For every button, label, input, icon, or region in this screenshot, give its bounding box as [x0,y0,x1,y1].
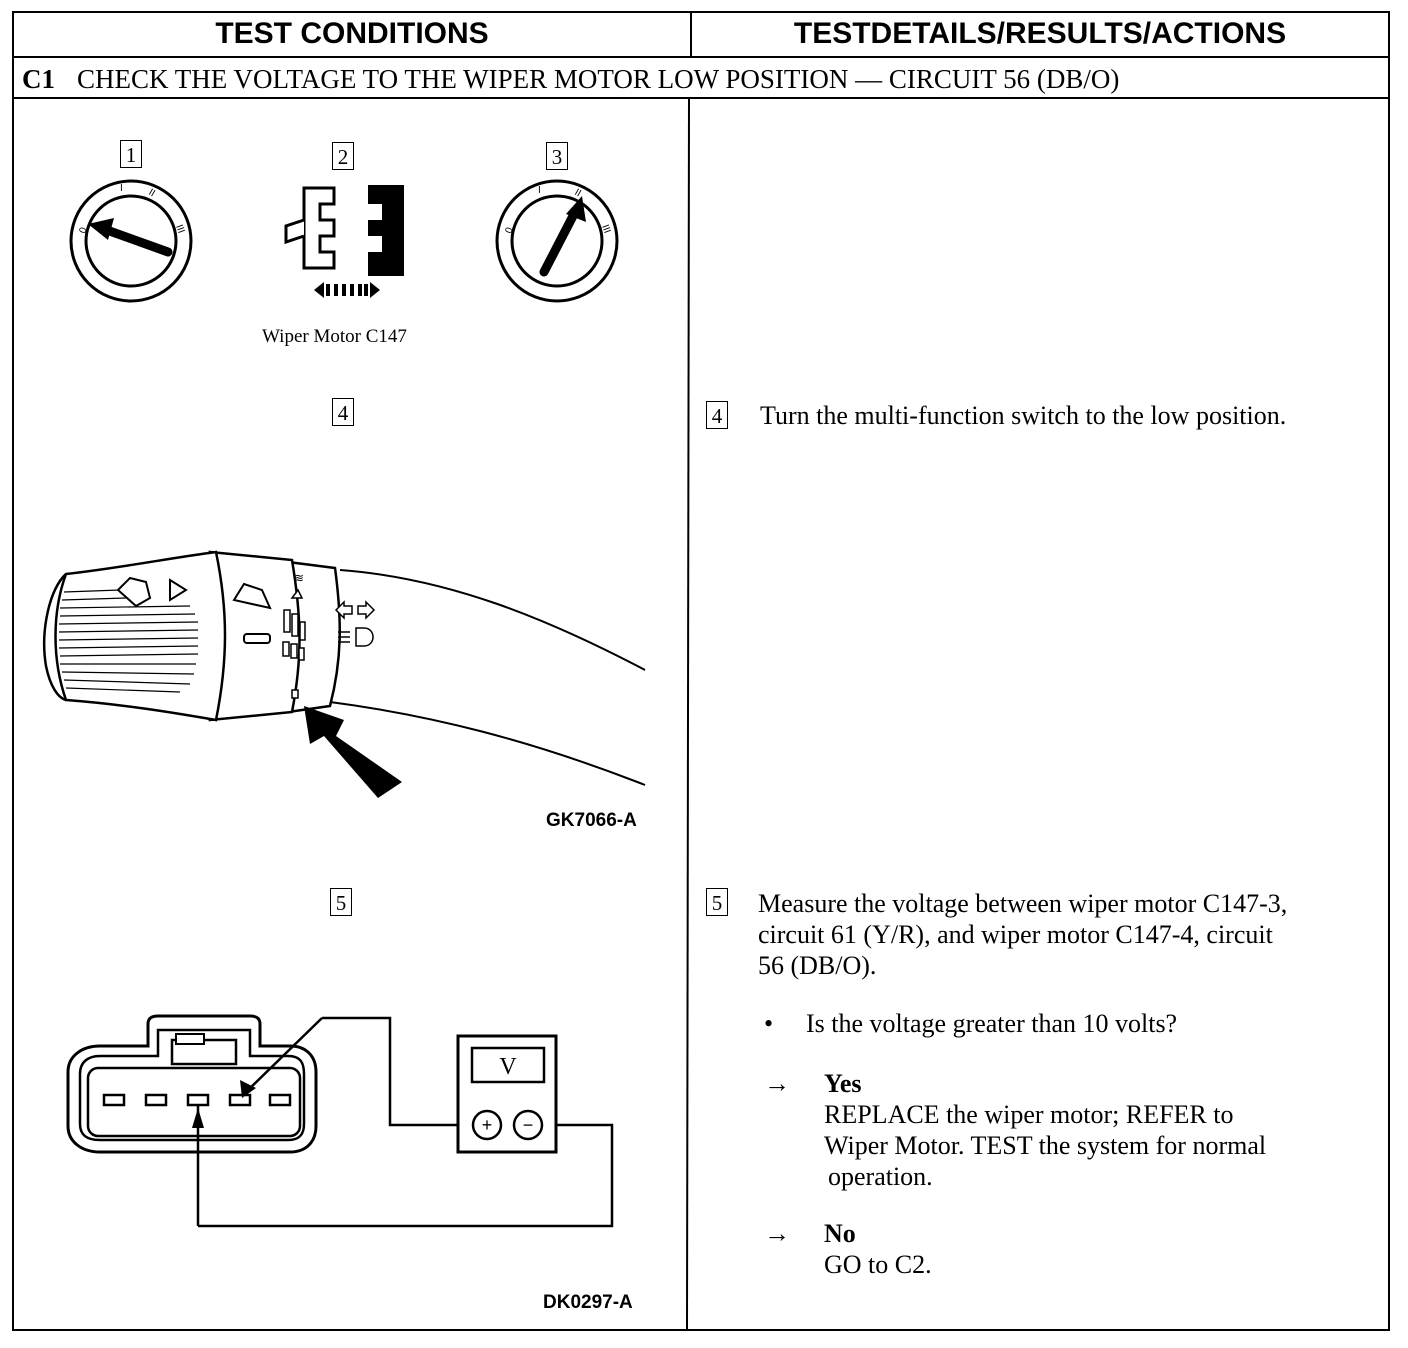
step-5-marker: 5 [706,888,728,916]
question-text: Is the voltage greater than 10 volts? [806,1009,1178,1038]
step-5-line: 56 (DB/O). [758,951,877,980]
step-5-line: Measure the voltage between wiper motor … [758,889,1288,918]
ign3-mark-0: 0 [503,226,515,235]
ign3-mark-2: II [573,187,583,199]
voltmeter-circuit-drawing: V + − [66,1014,614,1228]
result-no-block: No GO to C2. [824,1218,932,1280]
ign1-mark-0: 0 [77,226,89,235]
step-marker-1: 1 [120,140,142,168]
result-yes-line: REPLACE the wiper motor; REFER to [824,1100,1234,1129]
ign1-mark-2: II [147,187,157,199]
switch-figure-id: GK7066-A [546,810,637,831]
question-bullet: • [764,1009,774,1038]
result-no-answer: No [824,1219,856,1248]
multifunction-switch-drawing: ≋ [43,550,646,798]
step-5-line: circuit 61 (Y/R), and wiper motor C147-4… [758,920,1273,949]
result-yes-line: Wiper Motor. TEST the system for normal [824,1131,1267,1160]
ign3-mark-3: III [599,223,612,235]
test-id: C1 [22,64,55,94]
ignition-switch-off-icon: 0 I II III [69,179,193,303]
connector-caption: Wiper Motor C147 [262,326,407,347]
step-marker-3: 3 [546,142,568,170]
result-no-arrow: → [764,1219,790,1248]
step-marker-4: 4 [332,398,354,426]
result-yes-block: Yes REPLACE the wiper motor; REFER to Wi… [824,1068,1266,1192]
step-4-marker: 4 [706,401,728,429]
circuit-figure-id: DK0297-A [543,1292,633,1313]
step-marker-2: 2 [332,142,354,170]
svg-text:≋: ≋ [294,571,304,585]
test-title: CHECK THE VOLTAGE TO THE WIPER MOTOR LOW… [77,64,1120,94]
ign1-mark-1: I [120,183,123,194]
result-yes-answer: Yes [824,1069,862,1098]
header-test-conditions: TEST CONDITIONS [215,17,489,50]
meter-plus: + [482,1115,493,1135]
result-yes-arrow: → [764,1069,790,1098]
step-5-text: Measure the voltage between wiper motor … [758,888,1287,981]
meter-label: V [499,1054,517,1080]
step-marker-5: 5 [330,888,352,916]
test-title-row: C1 CHECK THE VOLTAGE TO THE WIPER MOTOR L… [22,60,1119,98]
result-yes-line: operation. [828,1162,933,1191]
step-4-text: Turn the multi-function switch to the lo… [760,401,1287,430]
meter-minus: − [523,1115,534,1135]
result-no-line: GO to C2. [824,1250,932,1279]
header-test-details: TESTDETAILS/RESULTS/ACTIONS [793,17,1287,50]
ign3-mark-1: I [538,185,541,196]
ignition-switch-run-icon: 0 I II III [495,179,619,303]
ign1-mark-3: III [173,223,186,235]
connector-disconnect-icon [284,185,404,298]
